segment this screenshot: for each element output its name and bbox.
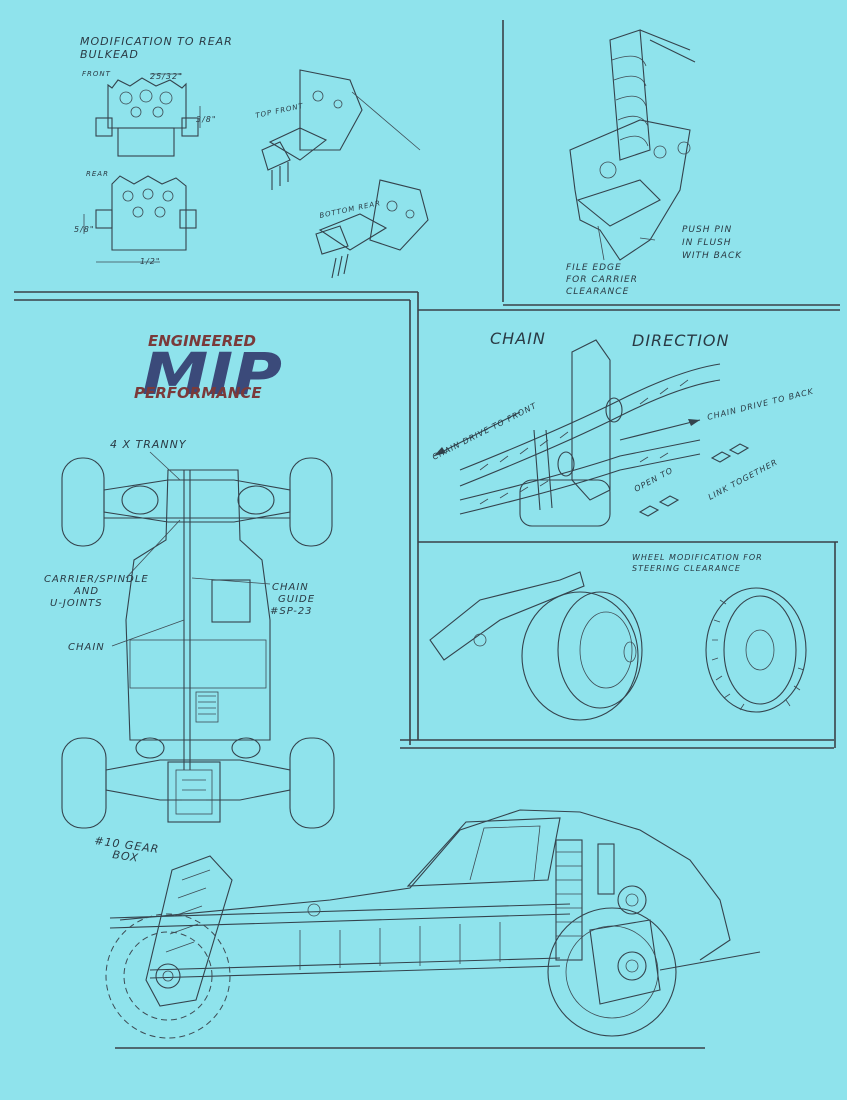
direction-heading: DIRECTION [632,331,730,350]
guide-label-3: #SP-23 [270,606,313,617]
front-label: FRONT [82,70,111,78]
rear-bulkhead-title-2: BULKEAD [80,48,139,61]
chain-drive-back-label: CHAIN DRIVE TO BACK [706,387,815,422]
link-together-label: LINK TOGETHER [707,457,780,501]
chain-heading: CHAIN [490,329,546,348]
push-pin-line-2: IN FLUSH [682,238,732,248]
shock-carrier-diagram: PUSH PIN IN FLUSH WITH BACK FILE EDGE FO… [566,29,742,297]
logo-engineered: ENGINEERED [148,332,256,350]
wheel-modification-diagram: WHEEL MODIFICATION FOR STEERING CLEARANC… [429,553,807,721]
mip-logo: ENGINEERED MIP PERFORMANCE [134,332,282,408]
file-edge-line-2: FOR CARRIER [566,275,638,285]
carrier-label-2: AND [73,586,99,597]
logo-mip: MIP [142,340,282,408]
guide-label-1: CHAIN [272,582,309,593]
guide-label-2: GUIDE [278,594,315,605]
push-pin-line-3: WITH BACK [682,251,742,261]
rear-bulkhead-title-1: MODIFICATION TO REAR [80,35,233,48]
carrier-label-3: U-JOINTS [50,598,103,609]
carrier-label-1: CARRIER/SPINDLE [44,574,149,585]
dim-top-label: 25/32" [150,72,183,81]
side-view-buggy [105,809,761,1039]
dim-right-label: 3/8" [196,115,217,124]
dim-bottom-label: 1/2" [140,257,161,266]
rear-bulkhead-diagram: MODIFICATION TO REAR BULKEAD FRONT 25/32… [74,35,429,279]
wheel-mod-line-1: WHEEL MODIFICATION FOR [632,553,763,562]
logo-performance: PERFORMANCE [134,384,262,402]
gearbox-label-2: BOX [112,848,140,865]
top-view-chassis: 4 X TRANNY CARRIER/SPINDLE AND U-JOINTS … [44,438,335,865]
wheel-mod-line-2: STEERING CLEARANCE [632,564,741,573]
top-front-label: TOP FRONT [255,102,305,120]
file-edge-line-1: FILE EDGE [566,263,622,273]
chain-direction-diagram: CHAIN DIRECTION CHAIN DRIVE TO FRONT CHA… [431,329,815,527]
chain-label: CHAIN [68,642,105,653]
panel-frames [14,20,840,1049]
bottom-rear-label: BOTTOM REAR [319,199,382,220]
file-edge-line-3: CLEARANCE [566,287,629,297]
tranny-label: 4 X TRANNY [110,438,187,451]
rear-label: REAR [86,170,109,178]
open-label: OPEN TO [633,466,675,494]
push-pin-line-1: PUSH PIN [682,225,732,235]
